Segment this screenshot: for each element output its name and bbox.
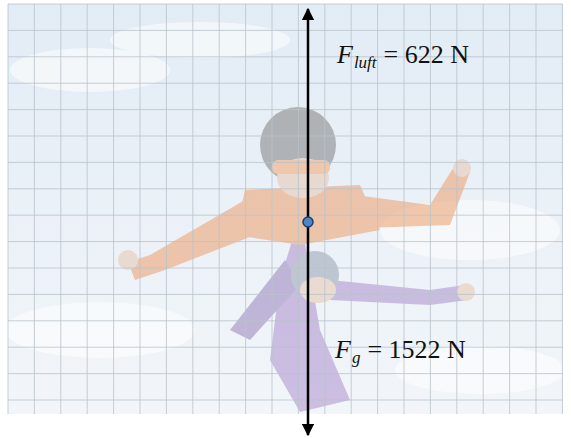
grid-line bbox=[8, 162, 563, 163]
grid-line bbox=[483, 4, 484, 414]
force-symbol: F bbox=[337, 42, 353, 68]
grid-line bbox=[219, 4, 220, 414]
grid-line bbox=[140, 4, 141, 414]
force-value: = 1522 N bbox=[367, 337, 465, 363]
sky bbox=[8, 4, 563, 414]
grid-line bbox=[8, 268, 563, 269]
grid-line bbox=[87, 4, 88, 414]
grid-line bbox=[192, 4, 193, 414]
grid-line bbox=[8, 109, 563, 110]
grid-line bbox=[8, 241, 563, 242]
grid-line bbox=[509, 4, 510, 414]
grid-line bbox=[8, 215, 563, 216]
grid-line bbox=[166, 4, 167, 414]
grid-line bbox=[8, 347, 563, 348]
force-arrow-up bbox=[307, 9, 310, 222]
grid-line bbox=[298, 4, 299, 414]
grid-line bbox=[113, 4, 114, 414]
grid-line bbox=[8, 136, 563, 137]
grid-line bbox=[324, 4, 325, 414]
force-subscript: luft bbox=[354, 54, 377, 71]
grid-line bbox=[245, 4, 246, 414]
force-arrow-down bbox=[307, 222, 310, 435]
grid-line bbox=[8, 373, 563, 374]
center-of-mass bbox=[303, 217, 313, 227]
grid-line bbox=[8, 4, 563, 5]
grid-line bbox=[34, 4, 35, 414]
grid-line bbox=[8, 294, 563, 295]
force-subscript: g bbox=[352, 349, 361, 366]
grid-line bbox=[272, 4, 273, 414]
grid bbox=[8, 4, 563, 414]
grid-line bbox=[8, 83, 563, 84]
grid-line bbox=[8, 4, 9, 414]
grid-line bbox=[8, 30, 563, 31]
grid-line bbox=[562, 4, 563, 414]
force-symbol: F bbox=[335, 337, 351, 363]
grid-line bbox=[8, 188, 563, 189]
force-value: = 622 N bbox=[384, 42, 469, 68]
grid-line bbox=[536, 4, 537, 414]
wash bbox=[8, 4, 563, 414]
grid-line bbox=[8, 320, 563, 321]
grid-line bbox=[8, 56, 563, 57]
grid-line bbox=[60, 4, 61, 414]
grid-line bbox=[8, 400, 563, 401]
